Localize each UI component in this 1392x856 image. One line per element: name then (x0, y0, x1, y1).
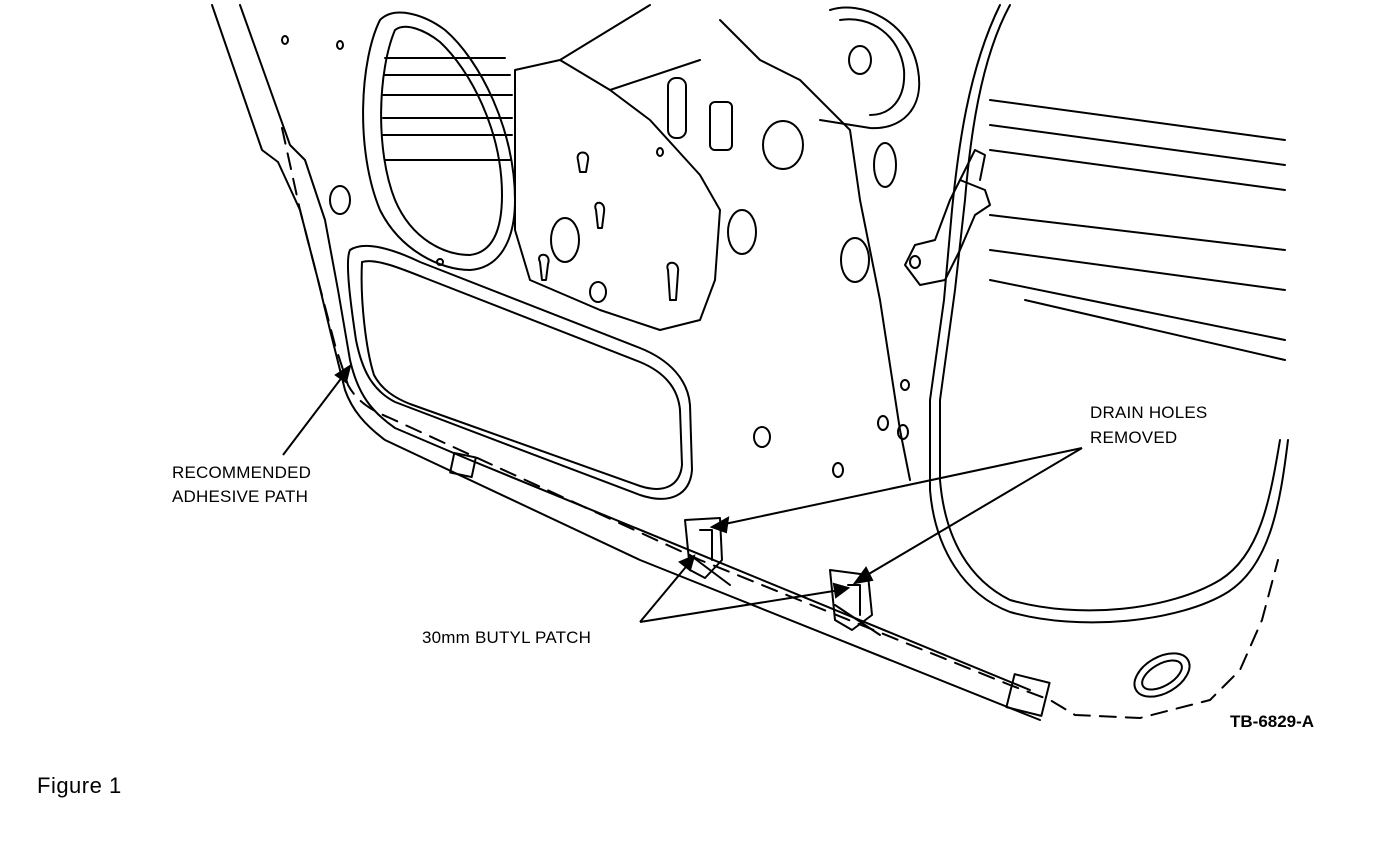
adhesive-path-dashed (281, 127, 1279, 719)
lower-cutout (346, 245, 693, 500)
drawing-id-label: TB-6829-A (1230, 712, 1314, 731)
speaker-opening (362, 11, 516, 271)
figure-caption: Figure 1 (37, 773, 122, 798)
adhesive-path-label-1: RECOMMENDED (172, 463, 311, 482)
leader-butyl-right (639, 589, 841, 623)
leader-butyl-left (639, 561, 691, 623)
butyl-patch-label: 30mm BUTYL PATCH (422, 628, 591, 647)
drain-holes-label-1: DRAIN HOLES (1090, 403, 1207, 422)
leader-adhesive (282, 371, 347, 456)
reinforcement-plate (514, 59, 721, 331)
door-inner-edge (239, 4, 1031, 691)
adhesive-path-label-2: ADHESIVE PATH (172, 487, 308, 506)
drain-holes-label-2: REMOVED (1090, 428, 1177, 447)
leader-drain-right (861, 447, 1083, 579)
hinge-bracket (904, 179, 991, 286)
leader-drain-left (719, 447, 1083, 526)
door-outer-edge (211, 4, 1041, 721)
